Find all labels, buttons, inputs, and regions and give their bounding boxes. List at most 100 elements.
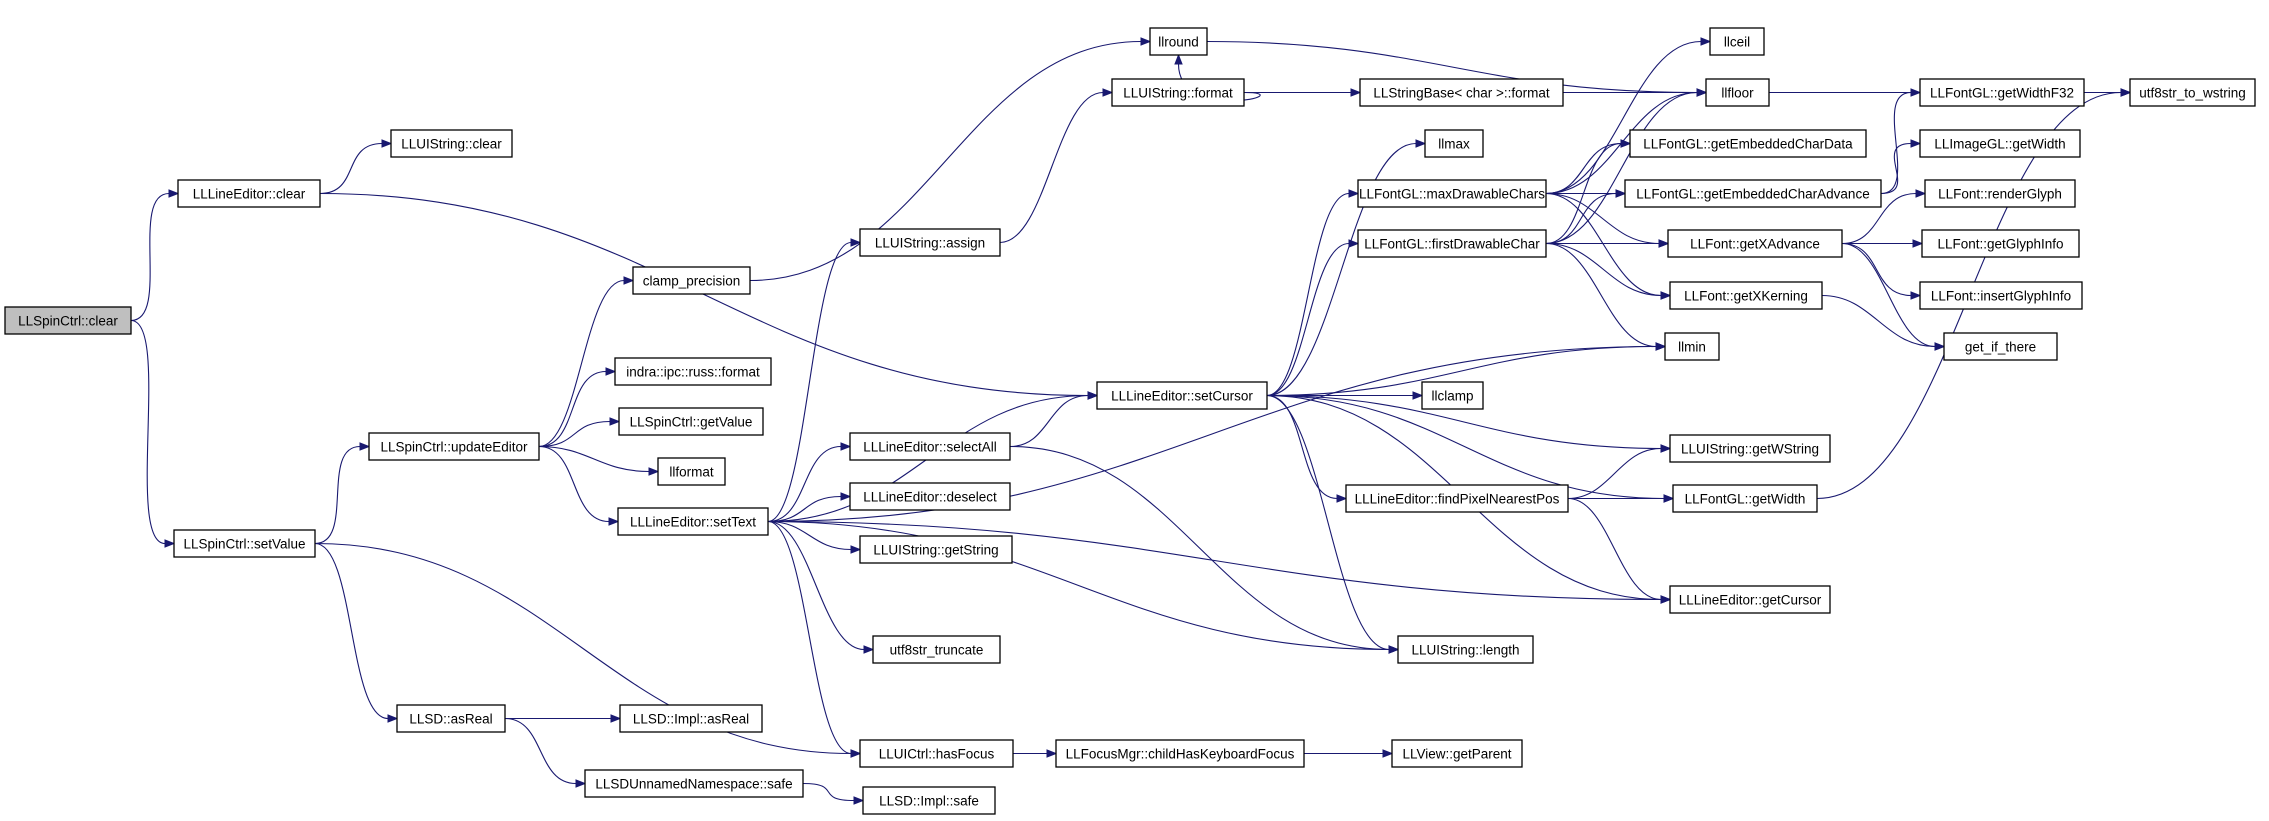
edge-n10-to-n24 xyxy=(767,520,862,554)
node-llfontgl-getembeddedcharadvance[interactable]: LLFontGL::getEmbeddedCharAdvance xyxy=(1624,179,1882,208)
node-llfont-insertglyphinfo[interactable]: LLFont::insertGlyphInfo xyxy=(1919,281,2083,310)
node-box xyxy=(1421,381,1484,410)
edge-line xyxy=(1545,142,1622,245)
node-llsd-asreal[interactable]: LLSD::asReal xyxy=(396,704,506,733)
arrowhead xyxy=(1140,37,1152,46)
node-box xyxy=(1391,739,1523,768)
arrowhead xyxy=(1658,239,1670,248)
edge-line xyxy=(538,445,610,523)
arrowhead xyxy=(1412,391,1424,400)
edge-line xyxy=(130,319,166,545)
node-llclamp[interactable]: llclamp xyxy=(1421,381,1484,410)
node-llfont-renderglyph[interactable]: LLFont::renderGlyph xyxy=(1924,179,2076,208)
node-llmax[interactable]: llmax xyxy=(1424,129,1484,158)
node-lluistring-assign[interactable]: LLUIString::assign xyxy=(859,228,1001,257)
edge-n10-to-n18 xyxy=(767,238,862,523)
edge-n10-to-n23 xyxy=(767,492,852,523)
edge-line xyxy=(767,520,1390,651)
arrowhead xyxy=(863,645,875,654)
node-lluistring-getwstring[interactable]: LLUIString::getWString xyxy=(1669,434,1831,463)
node-get-if-there[interactable]: get_if_there xyxy=(1943,332,2058,361)
node-lllineeditor-getcursor[interactable]: LLLineEditor::getCursor xyxy=(1669,585,1831,614)
node-llfontgl-maxdrawablechars[interactable]: LLFontGL::maxDrawableChars xyxy=(1357,179,1547,208)
edge-line xyxy=(749,40,1142,282)
arrowhead xyxy=(850,545,862,554)
node-lluistring-clear[interactable]: LLUIString::clear xyxy=(390,129,513,158)
arrowhead xyxy=(1046,749,1058,758)
node-lluistring-getstring[interactable]: LLUIString::getString xyxy=(859,535,1013,564)
function-nodes: LLSpinCtrl::clearLLLineEditor::clearLLUI… xyxy=(4,27,2256,815)
arrowhead xyxy=(1348,239,1360,248)
node-llspinctrl-getvalue[interactable]: LLSpinCtrl::getValue xyxy=(618,407,764,436)
edge-line xyxy=(538,370,607,448)
node-llceil[interactable]: llceil xyxy=(1709,27,1765,56)
node-llstringbase-char-format[interactable]: LLStringBase< char >::format xyxy=(1359,78,1564,107)
node-lllineeditor-selectall[interactable]: LLLineEditor::selectAll xyxy=(849,432,1011,461)
node-label: LLFontGL::maxDrawableChars xyxy=(1359,187,1545,202)
node-llfont-getxkerning[interactable]: LLFont::getXKerning xyxy=(1669,281,1823,310)
node-llfont-getxadvance[interactable]: LLFont::getXAdvance xyxy=(1667,229,1843,258)
node-lluistring-format[interactable]: LLUIString::format xyxy=(1111,78,1245,107)
node-box xyxy=(177,179,321,208)
arrowhead xyxy=(850,749,862,758)
edge-line xyxy=(1841,242,1936,348)
edge-n22-to-n3 xyxy=(1009,391,1099,448)
node-box xyxy=(1629,129,1867,158)
edge-line xyxy=(1545,242,1657,348)
node-llfocusmgr-childhaskeyboardfocus[interactable]: LLFocusMgr::childHasKeyboardFocus xyxy=(1055,739,1305,768)
node-llspinctrl-clear[interactable]: LLSpinCtrl::clear xyxy=(4,306,132,335)
edge-line xyxy=(1841,242,1912,297)
node-lllineeditor-findpixelnearestpos[interactable]: LLLineEditor::findPixelNearestPos xyxy=(1345,484,1569,513)
node-box xyxy=(1924,179,2076,208)
node-llfontgl-getwidth[interactable]: LLFontGL::getWidth xyxy=(1672,484,1818,513)
node-box xyxy=(849,482,1011,511)
node-llfontgl-getembeddedchardata[interactable]: LLFontGL::getEmbeddedCharData xyxy=(1629,129,1867,158)
node-llfont-getglyphinfo[interactable]: LLFont::getGlyphInfo xyxy=(1921,229,2080,258)
node-lllineeditor-clear[interactable]: LLLineEditor::clear xyxy=(177,179,321,208)
node-llmin[interactable]: llmin xyxy=(1664,332,1720,361)
node-box xyxy=(1667,229,1843,258)
node-lluictrl-hasfocus[interactable]: LLUICtrl::hasFocus xyxy=(859,739,1014,768)
arrowhead xyxy=(1934,342,1946,351)
node-llsdunnamednamespace-safe[interactable]: LLSDUnnamedNamespace::safe xyxy=(584,769,804,798)
edge-n5-to-n6 xyxy=(538,276,635,448)
node-utf8str-to-wstring[interactable]: utf8str_to_wstring xyxy=(2129,78,2256,107)
edge-n1-to-n2 xyxy=(319,139,393,195)
node-llformat[interactable]: llformat xyxy=(657,457,726,486)
node-llview-getparent[interactable]: LLView::getParent xyxy=(1391,739,1523,768)
node-label: LLUIString::assign xyxy=(875,236,985,251)
node-llspinctrl-updateeditor[interactable]: LLSpinCtrl::updateEditor xyxy=(368,432,540,461)
node-llfloor[interactable]: llfloor xyxy=(1705,78,1770,107)
node-lllineeditor-settext[interactable]: LLLineEditor::setText xyxy=(617,507,769,536)
node-lllineeditor-deselect[interactable]: LLLineEditor::deselect xyxy=(849,482,1011,511)
node-llround[interactable]: llround xyxy=(1149,27,1208,56)
node-lllineeditor-setcursor[interactable]: LLLineEditor::setCursor xyxy=(1096,381,1268,410)
node-box xyxy=(859,739,1014,768)
node-label: LLFontGL::getEmbeddedCharAdvance xyxy=(1636,187,1869,202)
node-label: llround xyxy=(1158,35,1199,50)
edge-n4-to-n11 xyxy=(314,542,399,723)
node-llspinctrl-setvalue[interactable]: LLSpinCtrl::setValue xyxy=(173,529,316,558)
node-llsd-impl-asreal[interactable]: LLSD::Impl::asReal xyxy=(619,704,763,733)
edge-line xyxy=(1545,192,1660,245)
node-box xyxy=(859,228,1001,257)
node-label: LLStringBase< char >::format xyxy=(1373,86,1550,101)
node-label: LLSDUnnamedNamespace::safe xyxy=(595,777,792,792)
node-llfontgl-firstdrawablechar[interactable]: LLFontGL::firstDrawableChar xyxy=(1357,229,1547,258)
node-box xyxy=(2129,78,2256,107)
node-box xyxy=(1919,281,2083,310)
node-box xyxy=(1921,229,2080,258)
arrowhead xyxy=(850,238,862,247)
edge-n3-to-n31 xyxy=(1266,239,1360,397)
node-indra-ipc-russ-format[interactable]: indra::ipc::russ::format xyxy=(614,357,772,386)
node-llimagegl-getwidth[interactable]: LLImageGL::getWidth xyxy=(1919,129,2081,158)
node-llfontgl-getwidthf32[interactable]: LLFontGL::getWidthF32 xyxy=(1919,78,2085,107)
edge-n5-to-n9 xyxy=(538,445,660,476)
node-lluistring-length[interactable]: LLUIString::length xyxy=(1397,635,1534,664)
node-utf8str-truncate[interactable]: utf8str_truncate xyxy=(872,635,1001,664)
node-label: LLFocusMgr::childHasKeyboardFocus xyxy=(1066,747,1295,762)
node-clamp-precision[interactable]: clamp_precision xyxy=(632,266,751,295)
node-llsd-impl-safe[interactable]: LLSD::Impl::safe xyxy=(862,786,996,815)
node-label: LLView::getParent xyxy=(1402,747,1511,762)
node-box xyxy=(617,507,769,536)
